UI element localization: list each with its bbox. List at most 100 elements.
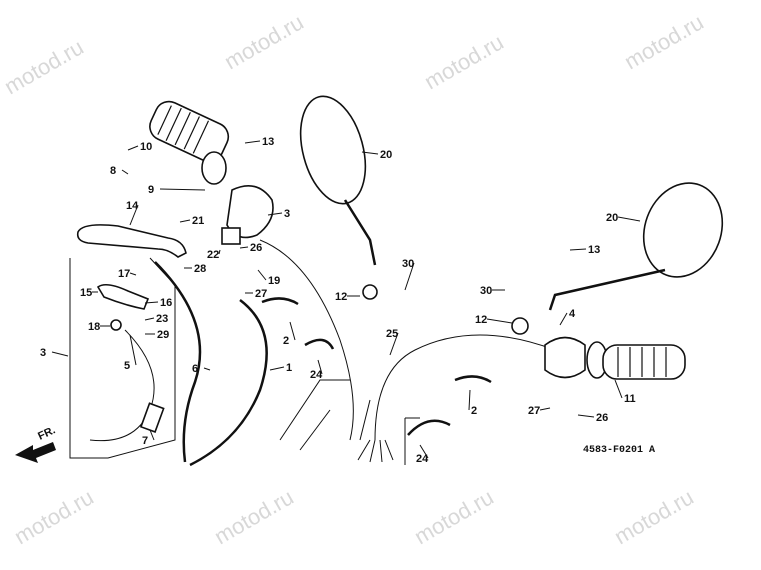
leader-line <box>569 248 587 251</box>
callout-21: 21 <box>192 215 204 227</box>
band-2b <box>454 375 492 384</box>
cable-1 <box>189 299 268 467</box>
leader-line <box>144 317 155 321</box>
callout-28: 28 <box>194 263 206 275</box>
callout-18: 18 <box>88 321 100 333</box>
callout-8: 8 <box>110 165 116 177</box>
leader-line <box>617 216 641 222</box>
leader-line <box>129 334 137 366</box>
watermark-text: motod.ru <box>220 9 308 74</box>
watermark-text: motod.ru <box>610 484 698 549</box>
callout-16: 16 <box>160 297 172 309</box>
leader-line <box>419 444 429 459</box>
callout-13: 13 <box>588 244 600 256</box>
leader-line <box>577 414 595 418</box>
callout-29: 29 <box>157 329 169 341</box>
callout-25: 25 <box>386 328 398 340</box>
leader-line <box>257 269 267 281</box>
leader-line <box>179 219 191 223</box>
callout-30: 30 <box>402 258 414 270</box>
band-24a <box>304 338 335 350</box>
callout-24: 24 <box>310 369 323 381</box>
leader-line <box>539 407 551 411</box>
callout-1: 1 <box>286 362 292 374</box>
connectors-left <box>279 379 371 451</box>
wire-harness-right <box>374 334 556 441</box>
leader-line <box>149 429 155 441</box>
callout-2: 2 <box>471 405 477 417</box>
callout-11: 11 <box>624 393 636 405</box>
callout-7: 7 <box>142 435 148 447</box>
left-mirror <box>299 95 378 300</box>
callout-20: 20 <box>380 149 392 161</box>
leader-line <box>614 379 623 399</box>
watermark-text: motod.ru <box>620 9 708 74</box>
left-grip <box>149 100 230 185</box>
leader-line <box>129 272 137 276</box>
callout-17: 17 <box>118 268 130 280</box>
watermark-text: motod.ru <box>0 34 88 99</box>
watermark-text: motod.ru <box>210 484 298 549</box>
watermark-text: motod.ru <box>410 484 498 549</box>
watermark-layer: motod.ru motod.ru motod.ru motod.ru motod.ru… <box>0 9 708 549</box>
callout-27: 27 <box>528 405 540 417</box>
callout-10: 10 <box>140 141 152 153</box>
leader-line <box>317 359 323 375</box>
leader-line <box>244 140 261 144</box>
callout-5: 5 <box>124 360 130 372</box>
cable-6 <box>154 261 202 463</box>
front-brake-lever <box>76 224 187 258</box>
lever-15 <box>96 283 150 310</box>
watermark-text: motod.ru <box>420 29 508 94</box>
leader-line <box>127 145 139 151</box>
front-direction-arrow-icon <box>15 442 56 463</box>
callout-9: 9 <box>148 184 154 196</box>
leader-line <box>559 312 568 326</box>
left-switch-housing <box>221 184 274 245</box>
callout-27: 27 <box>255 288 267 300</box>
bracket-24b <box>404 417 420 465</box>
callout-20: 20 <box>606 212 618 224</box>
callout-19: 19 <box>268 275 280 287</box>
leader-line <box>129 204 139 226</box>
leader-line <box>267 212 283 216</box>
callout-15: 15 <box>80 287 92 299</box>
callout-3: 3 <box>284 208 290 220</box>
callout-24: 24 <box>416 453 429 465</box>
band-24b <box>407 419 451 436</box>
callout-14: 14 <box>126 200 139 212</box>
leader-line <box>404 262 415 291</box>
direction-label: FR. <box>36 424 57 442</box>
callout-4: 4 <box>569 308 576 320</box>
leader-line <box>468 389 471 411</box>
watermark-text: motod.ru <box>10 484 98 549</box>
right-switch-housing <box>544 336 586 379</box>
callout-22: 22 <box>207 249 219 261</box>
callout-12: 12 <box>335 291 347 303</box>
leader-line <box>289 321 296 341</box>
leader-line <box>51 351 69 357</box>
band-2a <box>261 297 299 306</box>
callout-26: 26 <box>596 412 608 424</box>
callout-30: 30 <box>480 285 492 297</box>
part-18 <box>110 319 122 331</box>
leader-line <box>389 332 399 356</box>
callout-6: 6 <box>192 363 198 375</box>
leader-line <box>159 188 206 191</box>
drawing-code: 4583-F0201 A <box>583 445 655 456</box>
callout-3: 3 <box>40 347 46 359</box>
connectors-right <box>357 439 394 463</box>
callout-26: 26 <box>250 242 262 254</box>
callout-2: 2 <box>283 335 289 347</box>
leader-line <box>269 366 285 371</box>
right-grip <box>602 344 686 380</box>
callout-13: 13 <box>262 136 274 148</box>
leader-line <box>121 169 129 175</box>
leader-line <box>218 249 221 255</box>
leader-line <box>203 367 211 371</box>
leader-line <box>486 318 513 324</box>
leader-line <box>144 301 159 304</box>
